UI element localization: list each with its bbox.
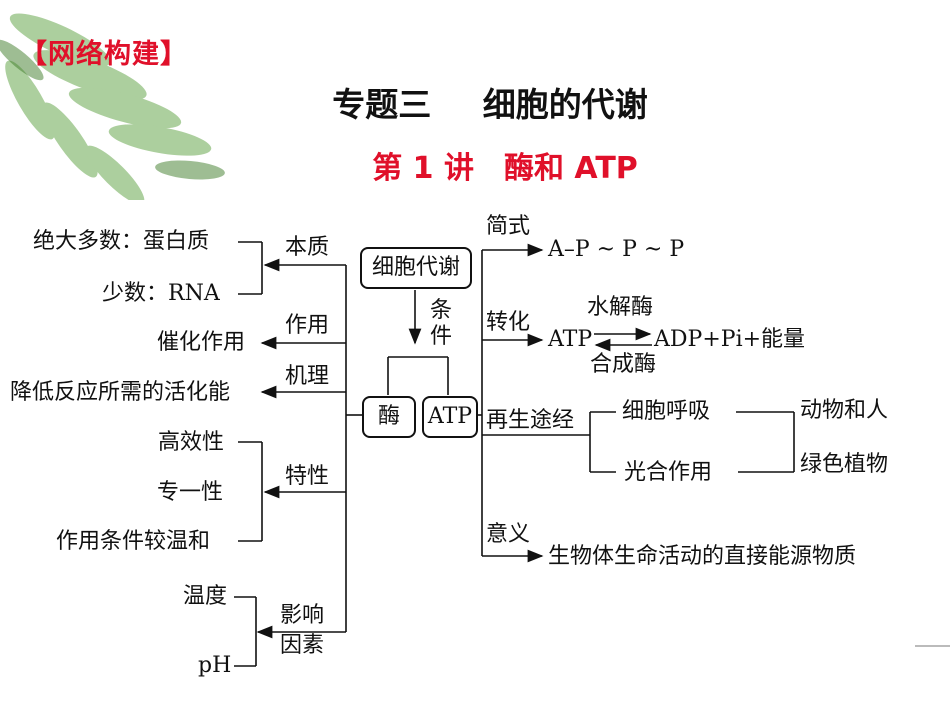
trait-item-specificity: 专一性 bbox=[157, 480, 224, 505]
traits-label: 特性 bbox=[285, 464, 330, 489]
hydrolase-label: 水解酶 bbox=[587, 295, 654, 320]
organism-plants: 绿色植物 bbox=[800, 452, 889, 477]
enzyme-node: 酶 bbox=[362, 396, 416, 438]
section-tag: 【网络构建】 bbox=[20, 39, 188, 70]
condition-label: 条件 bbox=[430, 298, 453, 349]
formula-value: A–P ~ P ~ P bbox=[548, 237, 685, 262]
essence-label: 本质 bbox=[285, 235, 330, 260]
synthase-label: 合成酶 bbox=[590, 352, 657, 377]
conversion-label: 转化 bbox=[486, 310, 531, 335]
function-label: 作用 bbox=[285, 313, 330, 338]
meaning-value: 生物体生命活动的直接能源物质 bbox=[548, 544, 857, 569]
essence-item-rna: 少数：RNA bbox=[102, 281, 220, 306]
mechanism-value: 降低反应所需的活化能 bbox=[10, 380, 231, 405]
trait-item-mild-conditions: 作用条件较温和 bbox=[56, 529, 211, 554]
function-value: 催化作用 bbox=[157, 330, 246, 355]
factor-item-temperature: 温度 bbox=[183, 584, 228, 609]
mechanism-label: 机理 bbox=[285, 364, 330, 389]
trait-item-efficiency: 高效性 bbox=[158, 430, 225, 455]
conversion-products: ADP+Pi+能量 bbox=[654, 327, 806, 352]
metabolism-node: 细胞代谢 bbox=[360, 247, 472, 289]
page-subtitle: 第 1 讲 酶和 ATP bbox=[372, 151, 638, 186]
regen-path-photosynthesis: 光合作用 bbox=[624, 460, 713, 485]
factor-item-ph: pH bbox=[198, 653, 232, 678]
regen-path-respiration: 细胞呼吸 bbox=[622, 399, 711, 424]
conversion-atp: ATP bbox=[548, 327, 593, 352]
formula-label: 简式 bbox=[486, 214, 531, 239]
fern-leaf-decoration bbox=[0, 13, 225, 200]
essence-item-protein: 绝大多数：蛋白质 bbox=[33, 229, 210, 254]
organism-animals: 动物和人 bbox=[800, 398, 889, 423]
divider bbox=[915, 645, 950, 647]
meaning-label: 意义 bbox=[486, 522, 531, 547]
page-title: 专题三 细胞的代谢 bbox=[332, 85, 648, 124]
regen-label: 再生途经 bbox=[486, 408, 575, 433]
factors-label: 影响因素 bbox=[280, 603, 325, 658]
atp-node: ATP bbox=[422, 396, 478, 438]
